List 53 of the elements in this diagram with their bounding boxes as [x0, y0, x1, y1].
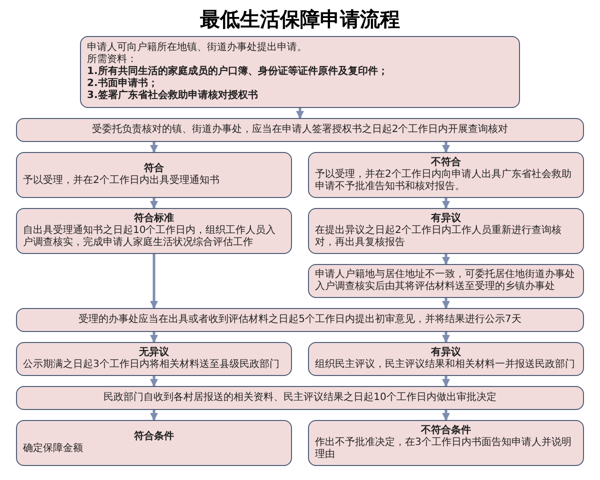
arrow: [442, 198, 450, 209]
arrow: [296, 108, 304, 119]
box-text: 予以受理，并在2个工作日内出具受理通知书: [23, 175, 220, 187]
arrow: [442, 410, 450, 421]
process-box: [308, 420, 584, 466]
box-text: 受理的办事处应当在出具或者收到评估材料之日起5个工作日内提出初审意见，并将结果进行公示7天: [78, 314, 522, 326]
box-text: 受委托负责核对的镇、街道办事处，应当在申请人签署授权书之日起2个工作日内开展查询核对: [90, 124, 510, 136]
box-text: 公示期满之日起3个工作日内将相关材料送至县级民政部门: [23, 359, 280, 371]
arrow: [150, 198, 158, 209]
box-heading: 不符合条件: [420, 425, 472, 436]
process-box: [16, 420, 292, 466]
arrow: [150, 376, 158, 387]
box-text: 民政部门自收到各村居报送的相关资料、民主评议结果之日起10个工作日内做出审批决定: [102, 392, 498, 404]
arrow: [442, 142, 450, 153]
box-heading: 符合条件: [133, 431, 175, 443]
arrow: [150, 142, 158, 153]
box-text: 确定保障金额: [23, 443, 84, 455]
arrow: [442, 254, 450, 265]
box-text: 予以受理，并在2个工作日内向申请人出具广东省社会救助申请不予批准告知书和核对报告。: [315, 169, 572, 193]
box-text: 2.书面申请书；: [87, 78, 159, 89]
box-text: 所需资料：: [87, 54, 138, 66]
box-heading: 无异议: [138, 347, 170, 358]
box-heading: 不符合: [430, 157, 462, 168]
box-heading: 有异议: [430, 213, 462, 224]
box-text: 作出不予批准决定，在3个工作日内书面告知申请人并说明理由: [315, 437, 572, 461]
box-text: 1.所有共同生活的家庭成员的户口簿、身份证等证件原件及复印件；: [87, 66, 389, 78]
process-box: [16, 342, 292, 376]
process-box: [16, 152, 292, 198]
box-heading: 符合: [143, 163, 165, 174]
box-text: 申请人户籍地与居住地址不一致，可委托居住地街道办事处入户调查核实后由其将评估材料送至受理的乡镇办事处: [315, 269, 576, 293]
process-box: [308, 208, 584, 254]
arrow: [442, 332, 450, 343]
arrow: [150, 332, 158, 343]
process-box: [16, 208, 292, 254]
process-box: [80, 36, 520, 108]
process-box: [308, 264, 584, 298]
process-box: [16, 386, 584, 410]
box-text: 申请人可向户籍所在地镇、街道办事处提出申请。: [87, 42, 308, 54]
arrow: [150, 410, 158, 421]
arrow: [442, 298, 450, 309]
arrow: [442, 376, 450, 387]
box-heading: 符合标准: [133, 213, 175, 225]
box-text: 3.签署广东省社会救助申请核对授权书: [87, 90, 259, 102]
diagram-title: 最低生活保障申请流程: [199, 6, 401, 33]
box-text: 在提出异议之日起2个工作日内工作人员重新进行查询核对，再出具复核报告: [315, 225, 562, 249]
box-text: 组织民主评议，民主评议结果和相关材料一并报送民政部门: [315, 359, 576, 371]
box-heading: 有异议: [430, 347, 462, 358]
box-text: 自出具受理通知书之日起10个工作日内，组织工作人员入户调查核实，完成申请人家庭生活状况综合评估工作: [23, 225, 277, 249]
process-box: [16, 308, 584, 332]
process-box: [308, 152, 584, 198]
arrow: [150, 254, 158, 309]
process-box: [16, 118, 584, 142]
process-box: [308, 342, 584, 376]
